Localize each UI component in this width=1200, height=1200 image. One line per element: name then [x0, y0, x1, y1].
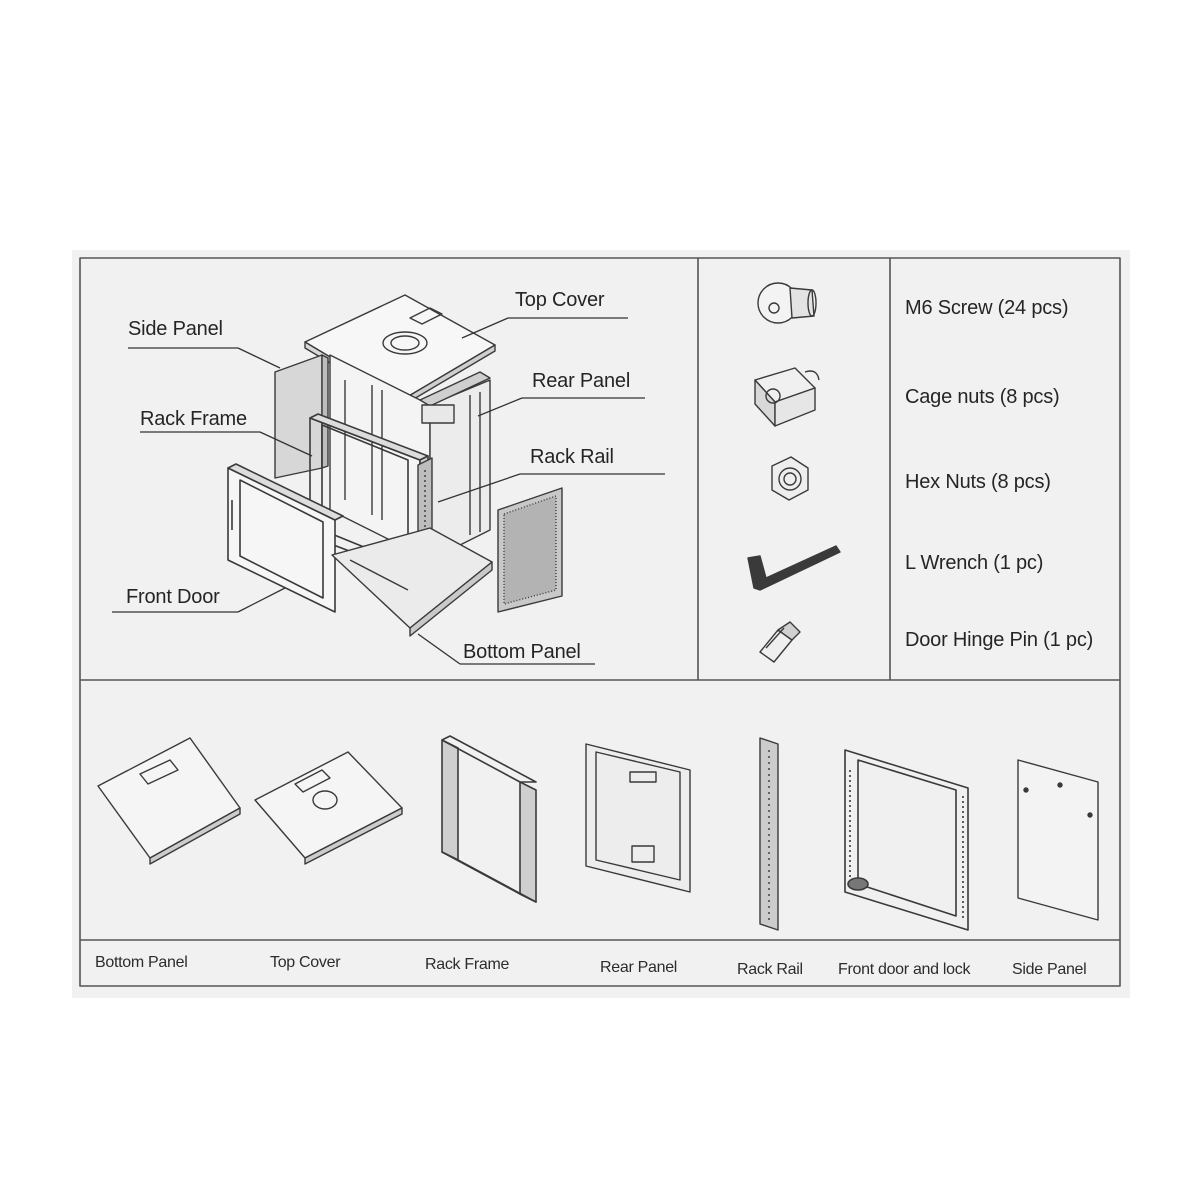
caption-front-door-and-lock: Front door and lock	[838, 961, 971, 978]
caption-rear-panel: Rear Panel	[600, 959, 678, 976]
caption-side-panel: Side Panel	[1012, 961, 1087, 978]
label-rear-panel: Rear Panel	[532, 370, 631, 392]
hinge-pin-icon	[759, 621, 801, 663]
parts-rack-rail-drawing	[759, 737, 779, 931]
label-rack-rail: Rack Rail	[530, 446, 614, 468]
hex-nut-icon	[771, 456, 809, 501]
accessory-label-screw: M6 Screw (24 pcs)	[905, 297, 1069, 319]
rack-frame-drawing	[329, 354, 491, 561]
label-top-cover: Top Cover	[515, 289, 605, 311]
perforated-side-panel-drawing	[497, 487, 563, 613]
accessory-label-l-wrench: L Wrench (1 pc)	[905, 552, 1044, 574]
label-side-panel: Side Panel	[128, 318, 223, 340]
leader-lines	[112, 317, 665, 665]
cage-nut-icon	[754, 367, 820, 427]
parts-rack-frame-drawing	[441, 735, 537, 903]
parts-bottom-panel-drawing	[97, 737, 241, 865]
screw-icon	[757, 282, 817, 324]
front-door-drawing	[227, 463, 344, 613]
bottom-panel-drawing	[331, 527, 493, 637]
parts-rear-panel-drawing	[585, 743, 691, 893]
label-bottom-panel: Bottom Panel	[463, 641, 581, 663]
caption-bottom-panel: Bottom Panel	[95, 954, 188, 971]
accessory-label-hex-nuts: Hex Nuts (8 pcs)	[905, 471, 1051, 493]
rear-panel-drawing	[419, 371, 491, 424]
parts-top-cover-drawing	[254, 751, 403, 865]
l-wrench-icon	[747, 545, 841, 591]
parts-side-panel-drawing	[1017, 759, 1099, 921]
caption-rack-frame: Rack Frame	[425, 956, 510, 973]
label-front-door: Front Door	[126, 586, 220, 608]
sheet-border	[79, 257, 1121, 987]
accessory-label-cage-nuts: Cage nuts (8 pcs)	[905, 386, 1060, 408]
caption-top-cover: Top Cover	[270, 954, 341, 971]
accessory-label-hinge-pin: Door Hinge Pin (1 pc)	[905, 629, 1094, 651]
parts-front-door-drawing	[844, 749, 969, 931]
label-rack-frame: Rack Frame	[140, 408, 247, 430]
caption-rack-rail: Rack Rail	[737, 961, 803, 978]
